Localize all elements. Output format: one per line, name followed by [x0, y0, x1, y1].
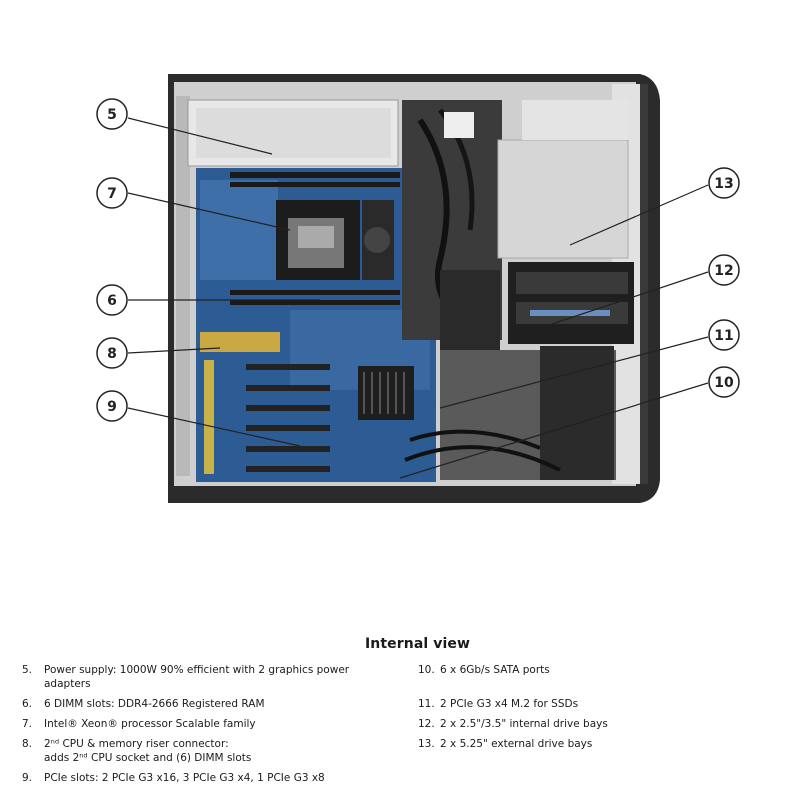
- callout-7: 7: [96, 177, 128, 209]
- legend-title: Internal view: [364, 636, 470, 652]
- svg-text:9: 9: [107, 399, 117, 415]
- callout-11: 11: [708, 319, 740, 351]
- callout-10: 10: [708, 366, 740, 398]
- callout-13: 13: [708, 167, 740, 199]
- power-supply: [187, 99, 399, 167]
- chipset-heatsink: [358, 366, 414, 420]
- leader-lines: [127, 117, 709, 479]
- motherboard: [196, 168, 436, 482]
- svg-text:8: 8: [107, 346, 117, 362]
- callout-5: 5: [96, 98, 128, 130]
- callout-6: 6: [96, 284, 128, 316]
- svg-text:5: 5: [107, 107, 117, 123]
- dimm-slots: [230, 172, 400, 305]
- legend: Internal view 5. Power supply: 1000W 90%…: [0, 630, 800, 800]
- riser-connector: [200, 332, 280, 352]
- svg-text:12: 12: [714, 263, 733, 279]
- callout-8: 8: [96, 337, 128, 369]
- pcie-slots: [204, 360, 330, 474]
- svg-text:7: 7: [107, 186, 117, 202]
- svg-text:11: 11: [714, 328, 733, 344]
- workstation-internal-diagram: 5 7 6 8 9 13 12 11 10: [96, 74, 740, 503]
- drive-cage-area: [402, 100, 634, 480]
- callout-12: 12: [708, 254, 740, 286]
- cpu-heatsink: [276, 200, 394, 280]
- callout-9: 9: [96, 390, 128, 422]
- svg-text:10: 10: [714, 375, 734, 391]
- svg-text:6: 6: [107, 293, 117, 309]
- heatsink-fins: [363, 372, 405, 414]
- svg-text:13: 13: [714, 176, 733, 192]
